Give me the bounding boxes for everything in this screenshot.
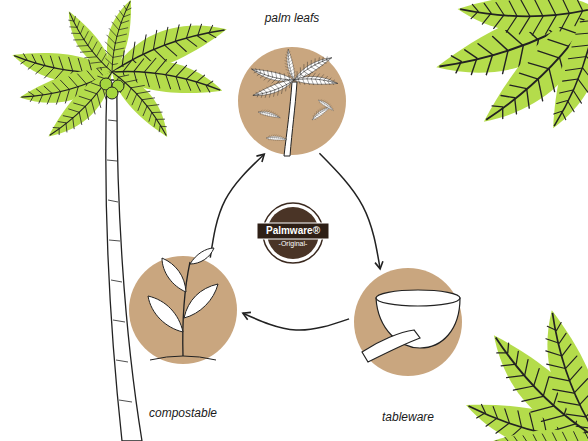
cycle-arrow <box>319 153 380 269</box>
corner-fronds <box>459 305 588 441</box>
sprout-sketch <box>148 248 218 360</box>
palm-tree <box>106 87 118 99</box>
kraft-circle <box>237 46 347 156</box>
palm-sketch <box>293 70 338 91</box>
tableware-sketch <box>362 290 460 362</box>
cycle-arrow <box>243 313 349 330</box>
palm-sketch <box>284 49 296 81</box>
palm-sketch <box>257 107 281 121</box>
palm-sketch <box>251 77 297 101</box>
corner-fronds <box>429 0 588 139</box>
kraft-circle <box>128 255 238 365</box>
brand-tagline: -Original- <box>279 239 308 248</box>
step-label: tableware <box>382 409 434 425</box>
sprout-sketch <box>148 296 183 332</box>
kraft-circle <box>129 256 237 364</box>
sprout-sketch <box>190 248 214 264</box>
tableware-sketch <box>376 290 460 306</box>
logo-badge: Palmware®-Original- <box>256 201 330 265</box>
sprout-sketch <box>150 356 216 360</box>
process-circle: compostable <box>128 255 238 421</box>
palm-sketch <box>249 62 295 90</box>
logo-banner <box>257 223 329 239</box>
kraft-circle <box>237 46 347 156</box>
sprout-sketch <box>183 262 190 356</box>
palm-sketch <box>317 97 335 113</box>
palm-tree <box>9 0 232 441</box>
palm-tree <box>107 120 132 402</box>
palm-sketch <box>309 104 332 122</box>
step-label: compostable <box>149 405 217 421</box>
palm-tree <box>39 67 126 146</box>
cycle-arrow <box>210 154 264 257</box>
palm-sketch <box>290 52 335 83</box>
process-circle: palm leafs <box>237 10 347 156</box>
corner-fronds <box>456 0 588 40</box>
kraft-circle <box>353 267 463 377</box>
brand-name: Palmware® <box>266 223 320 239</box>
process-circle: tableware <box>353 267 463 425</box>
tableware-sketch <box>362 330 420 362</box>
palm-tree <box>107 61 177 145</box>
sprout-sketch <box>184 284 218 318</box>
palm-tree <box>106 80 142 441</box>
kraft-circle <box>128 255 238 365</box>
tableware-sketch <box>376 298 460 348</box>
palm-sketch <box>266 133 288 143</box>
logo-badge <box>263 203 323 263</box>
kraft-circle <box>238 47 346 155</box>
sprout-sketch <box>162 258 186 292</box>
corner-fronds <box>533 305 588 441</box>
palm-sketch <box>284 82 297 156</box>
corner-fronds <box>492 424 588 441</box>
step-label: palm leafs <box>265 10 320 26</box>
kraft-circle <box>354 268 462 376</box>
kraft-circle <box>353 267 463 377</box>
palm-sketch <box>249 49 338 156</box>
